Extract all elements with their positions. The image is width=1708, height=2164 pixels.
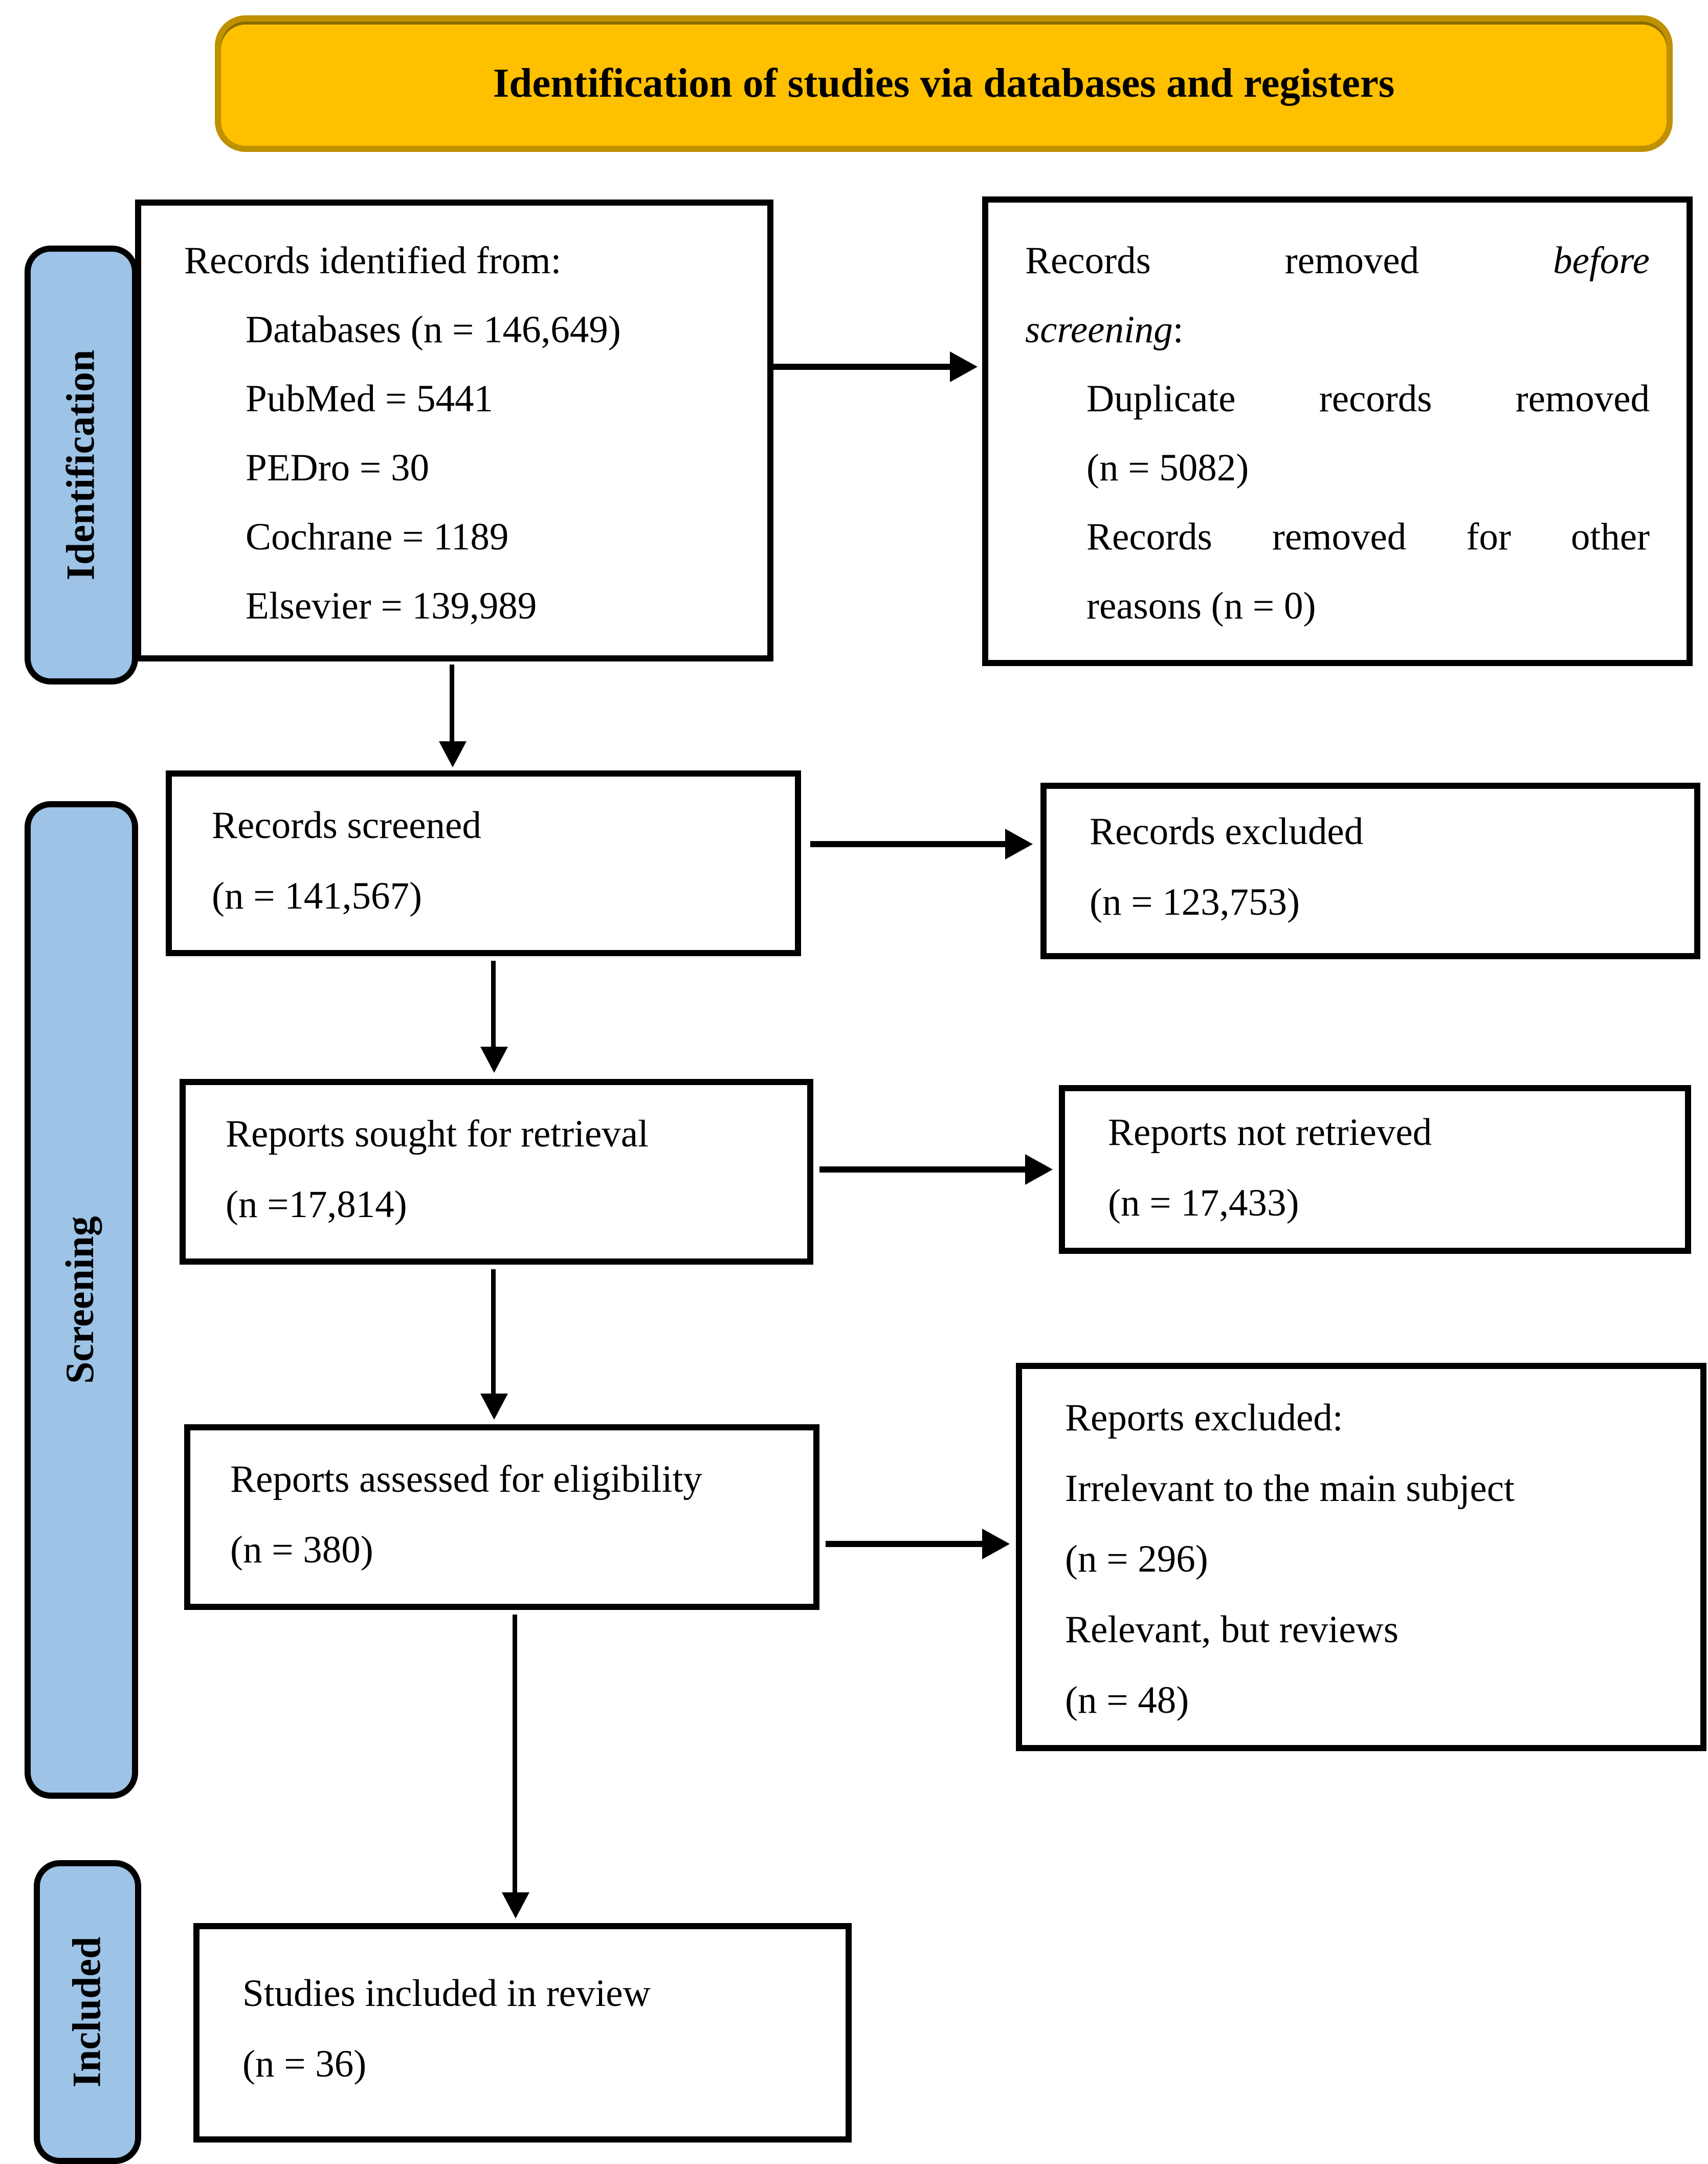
records-excluded-count: (n = 123,753): [1090, 882, 1300, 924]
box-records-screened: Records screened (n = 141,567): [166, 770, 801, 956]
reports-not-retrieved-label: Reports not retrieved: [1108, 1113, 1432, 1154]
records-removed-duplicates-count: (n = 5082): [1086, 448, 1249, 490]
records-removed-title-line1: Records removed before: [1025, 227, 1650, 296]
banner: Identification of studies via databases …: [215, 15, 1673, 152]
reports-not-retrieved-count: (n = 17,433): [1108, 1183, 1299, 1225]
reports-sought-label: Reports sought for retrieval: [226, 1114, 649, 1156]
records-identified-item-databases: Databases (n = 146,649): [246, 310, 621, 351]
arrow-identified-to-screened: [450, 665, 454, 743]
studies-included-label: Studies included in review: [242, 1974, 651, 2015]
records-removed-other-line1: Records removed for other: [1086, 517, 1650, 559]
arrow-sought-to-assessed: [491, 1269, 496, 1395]
stage-label-included: Included: [34, 1860, 141, 2164]
reports-excluded-reason1-count: (n = 296): [1065, 1539, 1208, 1581]
reports-assessed-count: (n = 380): [230, 1530, 373, 1572]
box-records-excluded: Records excluded (n = 123,753): [1040, 783, 1700, 959]
records-removed-title-italic1: before: [1553, 241, 1650, 282]
reports-excluded-reason1: Irrelevant to the main subject: [1065, 1469, 1515, 1510]
stage-label-identification-text: Identification: [58, 349, 103, 581]
box-studies-included: Studies included in review (n = 36): [193, 1923, 852, 2143]
records-removed-duplicates-line1: Duplicate records removed: [1086, 379, 1650, 421]
arrow-assessed-to-included: [513, 1615, 517, 1894]
banner-title: Identification of studies via databases …: [493, 60, 1395, 106]
records-screened-label: Records screened: [212, 806, 481, 847]
arrow-screened-to-sought: [491, 961, 496, 1048]
box-reports-sought: Reports sought for retrieval (n =17,814): [180, 1079, 813, 1265]
reports-excluded-reason2: Relevant, but reviews: [1065, 1610, 1399, 1651]
box-reports-excluded: Reports excluded: Irrelevant to the main…: [1016, 1363, 1706, 1751]
records-identified-item-cochrane: Cochrane = 1189: [246, 517, 509, 559]
records-removed-other-count: reasons (n = 0): [1086, 586, 1316, 628]
records-removed-title-colon: :: [1172, 310, 1184, 351]
box-records-identified: Records identified from: Databases (n = …: [135, 200, 773, 661]
reports-excluded-title: Reports excluded:: [1065, 1398, 1343, 1440]
arrow-screened-to-excluded: [810, 841, 1007, 847]
stage-label-included-text: Included: [64, 1936, 109, 2088]
arrow-assessed-to-excluded: [826, 1541, 984, 1547]
records-identified-title: Records identified from:: [184, 241, 562, 282]
records-removed-title-normal: Records removed: [1025, 241, 1419, 282]
records-identified-item-elsevier: Elsevier = 139,989: [246, 586, 537, 628]
records-screened-count: (n = 141,567): [212, 876, 422, 918]
records-identified-item-pedro: PEDro = 30: [246, 448, 429, 490]
box-reports-assessed: Reports assessed for eligibility (n = 38…: [184, 1424, 819, 1610]
arrow-sought-to-not-retrieved: [819, 1166, 1027, 1173]
reports-assessed-label: Reports assessed for eligibility: [230, 1460, 702, 1501]
stage-label-screening-text: Screening: [58, 1216, 103, 1384]
stage-label-screening: Screening: [25, 801, 138, 1799]
arrow-identified-to-removed: [770, 364, 951, 370]
reports-excluded-reason2-count: (n = 48): [1065, 1681, 1189, 1722]
box-records-removed: Records removed before screening: Duplic…: [982, 196, 1693, 666]
stage-label-identification: Identification: [25, 246, 138, 684]
records-identified-item-pubmed: PubMed = 5441: [246, 379, 493, 421]
box-reports-not-retrieved: Reports not retrieved (n = 17,433): [1059, 1085, 1691, 1254]
studies-included-count: (n = 36): [242, 2044, 367, 2086]
records-removed-title-line2: screening:: [1025, 296, 1650, 365]
records-removed-title-italic2: screening: [1025, 310, 1173, 351]
records-excluded-label: Records excluded: [1090, 812, 1364, 853]
reports-sought-count: (n =17,814): [226, 1185, 407, 1226]
